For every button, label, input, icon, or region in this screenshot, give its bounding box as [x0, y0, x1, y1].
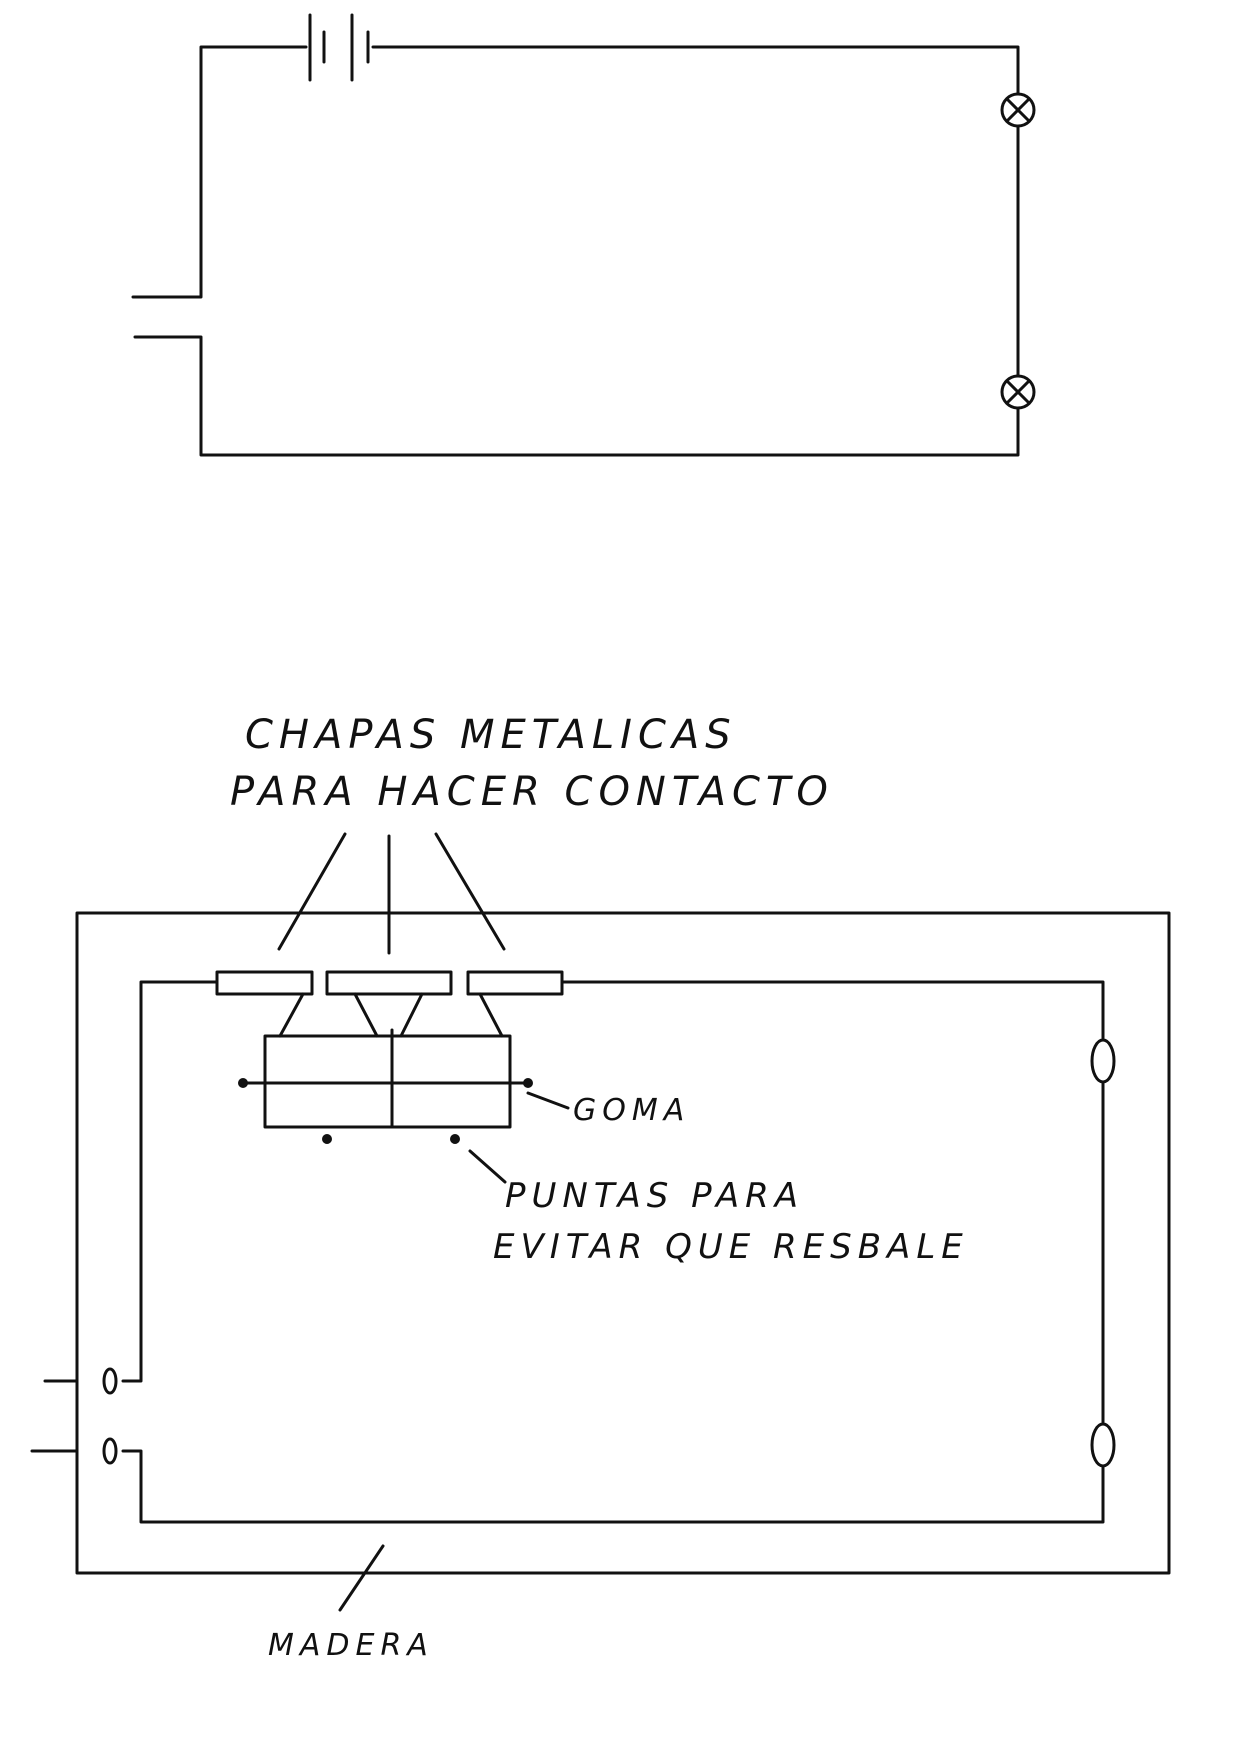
pointer-rubber — [526, 1091, 570, 1110]
label-rubber: GOMA — [573, 1093, 690, 1128]
pointer-wood — [338, 1544, 385, 1612]
physical-assembly: CHAPAS METALICAS PARA HACER CONTACTO GOM… — [30, 712, 1171, 1663]
schematic-wire-top — [371, 45, 1020, 96]
spike-left — [322, 1134, 332, 1144]
label-plates-line2: PARA HACER CONTACTO — [230, 769, 834, 815]
rubber-band-end-right — [523, 1078, 533, 1088]
label-plates-line1: CHAPAS METALICAS — [245, 712, 737, 758]
schematic-circuit — [131, 13, 1036, 457]
lamp-symbol-bottom — [1000, 374, 1036, 410]
label-spikes-line2: EVITAR QUE RESBALE — [493, 1227, 969, 1267]
schematic-wire-left-top — [131, 45, 308, 299]
pointer-spikes — [468, 1149, 507, 1184]
metal-plate-left — [215, 970, 314, 996]
battery-symbol — [308, 13, 370, 82]
rubber-band-end-left — [238, 1078, 248, 1088]
metal-plate-center — [325, 970, 453, 996]
wire-plate-to-right — [560, 980, 1105, 1042]
terminal-top — [43, 1367, 118, 1395]
wire-left-to-plate — [121, 980, 219, 1383]
metal-plate-right — [466, 970, 564, 996]
terminal-bottom — [30, 1437, 118, 1465]
bulb-top — [1090, 1038, 1116, 1084]
schematic-wire-right-bottom — [133, 335, 1020, 457]
wire-bottom-return — [121, 1449, 1105, 1524]
lamp-symbol-top — [1000, 92, 1036, 128]
wooden-board — [75, 911, 1171, 1575]
spike-right — [450, 1134, 460, 1144]
bulb-bottom — [1090, 1422, 1116, 1468]
plate-struts — [278, 992, 504, 1038]
pointer-plate-left — [277, 832, 347, 951]
pointer-plate-right — [434, 832, 506, 951]
label-spikes-line1: PUNTAS PARA — [505, 1176, 804, 1216]
label-wood: MADERA — [268, 1628, 434, 1663]
